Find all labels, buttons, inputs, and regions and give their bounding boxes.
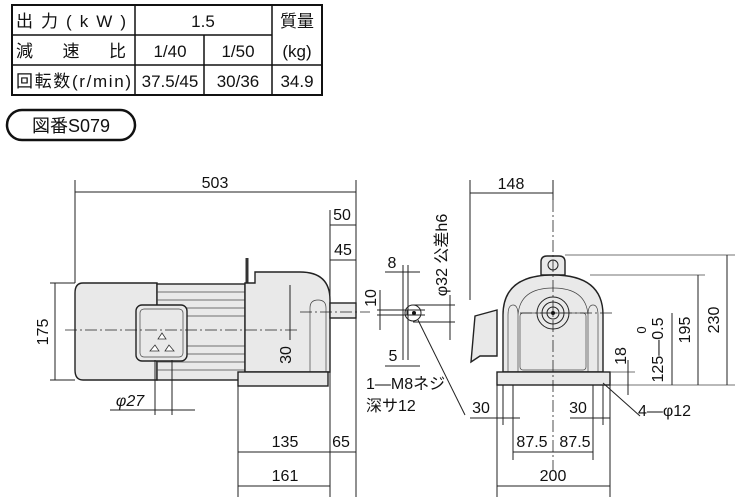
speed-2: 30/36	[217, 72, 260, 91]
shaft-tolerance: φ32 公差h6	[433, 214, 451, 297]
dim-65: 65	[332, 434, 350, 451]
header-mass: 質量	[280, 12, 314, 31]
dim-503: 503	[202, 175, 229, 192]
drawing-number-badge: 図番S079	[5, 108, 137, 142]
dim-230: 230	[706, 307, 723, 334]
header-ratio: 減 速 比	[16, 42, 126, 61]
dim-135: 135	[272, 434, 299, 451]
dim-18: 18	[613, 347, 630, 365]
header-mass-unit: (kg)	[282, 42, 311, 61]
dim-87-5-right: 87.5	[559, 434, 590, 451]
side-view: 503 50 45 175 φ27 30 135 65 161	[35, 175, 370, 497]
dim-key-10: 10	[363, 289, 380, 307]
ratio-2: 1/50	[221, 42, 254, 61]
end-view: 148 230 195 125—0.5 0 18 30 30 87.5	[469, 176, 735, 497]
dim-offset-30: 30	[278, 346, 295, 364]
speed-1: 37.5/45	[142, 72, 199, 91]
dim-87-5-left: 87.5	[516, 434, 547, 451]
output-value: 1.5	[191, 12, 215, 31]
ratio-1: 1/40	[153, 42, 186, 61]
mass-value: 34.9	[280, 72, 313, 91]
thread-spec: 1—M8ネジ	[366, 375, 445, 393]
dim-key-5: 5	[389, 348, 398, 365]
dim-195: 195	[677, 317, 694, 344]
brand-logo-icon	[149, 332, 175, 352]
dim-45: 45	[334, 242, 352, 259]
mounting-holes: 4—φ12	[638, 403, 691, 420]
header-output: 出力(kW)	[16, 12, 126, 31]
dim-200: 200	[540, 468, 567, 485]
dim-161: 161	[272, 468, 299, 485]
dim-148: 148	[498, 176, 525, 193]
thread-depth: 深サ12	[366, 397, 416, 415]
spec-table: 出力(kW) 減 速 比 回転数(r/min) 1.5 質量 (kg) 1/40…	[11, 4, 323, 96]
dim-shaft-height: 125—0.5	[650, 317, 667, 382]
dim-shaft-tol-upper: 0	[634, 326, 649, 333]
dim-175: 175	[35, 319, 52, 346]
shaft-detail: 8 10 5 φ32 公差h6 1—M8ネジ 深サ12	[363, 214, 466, 416]
dim-key-8: 8	[388, 255, 397, 272]
dim-phi27: φ27	[116, 393, 145, 410]
header-speed: 回転数(r/min)	[16, 72, 131, 91]
drawing-number: 図番S079	[32, 116, 110, 136]
dim-30-right: 30	[569, 400, 587, 417]
dim-30-left: 30	[472, 400, 490, 417]
dim-50: 50	[333, 207, 351, 224]
